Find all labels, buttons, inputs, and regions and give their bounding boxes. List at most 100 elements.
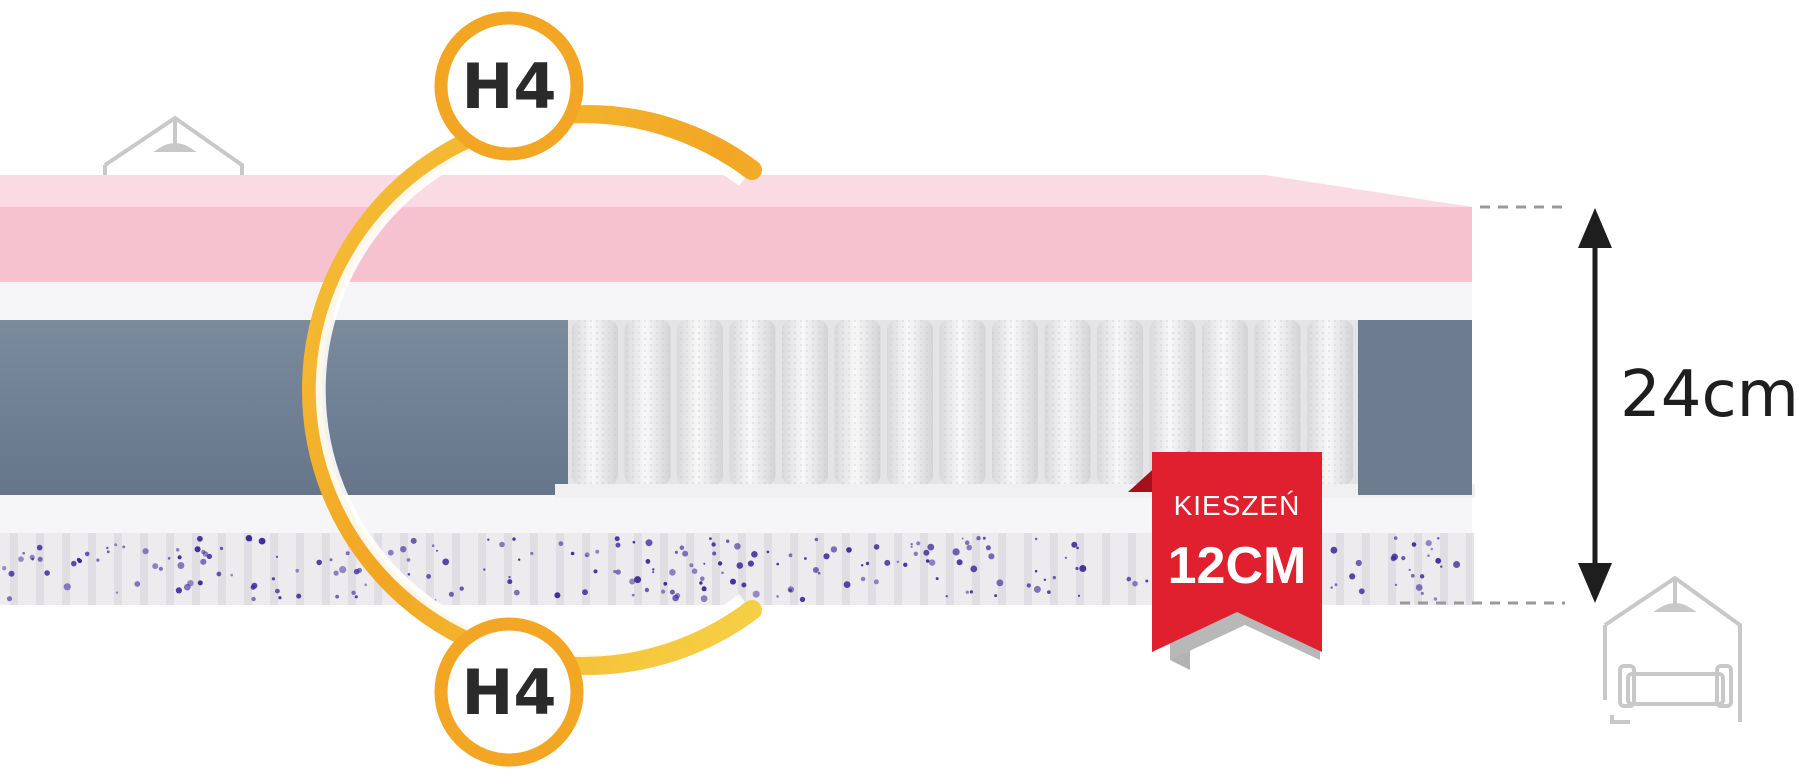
spring-mesh [1307, 320, 1353, 485]
foam-speckle [197, 580, 203, 586]
foam-speckle [700, 576, 705, 581]
foam-speckle [508, 575, 511, 579]
foam-speckle [929, 559, 936, 566]
foam-speckle [1430, 547, 1434, 551]
foam-speckle [339, 566, 347, 574]
foam-speckle [966, 544, 972, 551]
foam-speckle [63, 583, 71, 591]
foam-speckle [345, 551, 350, 556]
foam-stripe [244, 533, 252, 605]
foam-speckle [830, 546, 838, 553]
foam-speckle [1145, 579, 1149, 583]
foam-speckle [134, 581, 141, 587]
foam-speckle [736, 562, 744, 569]
spring-mesh [624, 320, 671, 485]
foam-speckle [177, 562, 185, 569]
foam-speckle [258, 537, 266, 545]
foam-stripe [1024, 533, 1032, 605]
spring-mesh [1202, 320, 1248, 485]
foam-speckle [459, 586, 464, 591]
foam-stripe [192, 533, 200, 605]
foam-speckle [245, 535, 253, 542]
foam-speckle [8, 570, 15, 577]
foam-speckle [788, 553, 793, 558]
foam-speckle [682, 550, 689, 557]
foam-stripe [556, 533, 564, 605]
foam-speckle [197, 535, 203, 542]
foam-speckle [632, 540, 636, 544]
foam-speckle [507, 579, 513, 585]
pink-foam-layer [0, 207, 1472, 282]
foam-stripe [738, 533, 746, 605]
foam-speckle [652, 568, 655, 571]
foam-speckle [1047, 590, 1051, 594]
height-label: 24cm [1620, 358, 1798, 432]
foam-speckle [669, 569, 676, 576]
foam-speckle [910, 545, 913, 548]
foam-stripe [712, 533, 720, 605]
foam-speckle [726, 539, 730, 543]
foam-speckle [251, 582, 258, 589]
pocket-spring-badge: KIESZEŃ 12CM [1128, 450, 1322, 670]
foam-speckle [799, 596, 806, 603]
foam-speckle [1126, 576, 1132, 582]
foam-speckle [923, 549, 930, 556]
foam-stripe [218, 533, 226, 605]
foam-speckle [158, 566, 163, 571]
foam-speckle [278, 596, 282, 600]
foam-speckle [860, 576, 866, 582]
foam-speckle [817, 571, 821, 575]
foam-speckle [351, 590, 356, 595]
foam-speckle [582, 589, 588, 596]
foam-stripe [686, 533, 694, 605]
foam-stripe [998, 533, 1006, 605]
foam-speckle [1410, 573, 1415, 578]
foam-speckle [175, 587, 182, 594]
foam-speckle [219, 546, 224, 551]
foam-speckle [406, 558, 411, 562]
foam-speckle [593, 569, 598, 574]
foam-speckle [976, 536, 981, 541]
foam-speckle [1453, 561, 1461, 568]
foam-speckle [187, 580, 194, 587]
foam-speckle [964, 540, 970, 545]
foam-speckle [645, 539, 653, 547]
foam-stripe [946, 533, 954, 605]
foam-speckle [674, 592, 681, 599]
foam-speckle [1034, 569, 1038, 573]
spring-mesh [887, 320, 933, 485]
foam-speckle [36, 544, 43, 551]
foam-stripe [582, 533, 590, 605]
foam-speckle [1034, 537, 1038, 541]
foam-speckle [1079, 565, 1087, 572]
foam-speckle [615, 542, 621, 548]
foam-speckle [766, 550, 770, 554]
foam-speckle [865, 561, 870, 566]
foam-speckle [804, 557, 807, 560]
foam-speckle [700, 595, 708, 603]
foam-speckle [31, 557, 35, 561]
foam-stripe [36, 533, 44, 605]
foam-speckle [776, 595, 779, 598]
spring-mesh [834, 320, 881, 485]
foam-speckle [873, 544, 880, 550]
foam-stripe [1336, 533, 1344, 605]
foam-speckle [554, 592, 561, 599]
foam-speckle [1390, 555, 1397, 562]
foam-stripe [426, 533, 434, 605]
home-sofa-icon-2 [1603, 575, 1742, 724]
foam-speckle [177, 555, 182, 560]
foam-speckle [711, 542, 716, 547]
foam-speckle [6, 596, 13, 602]
foam-speckle [442, 558, 450, 566]
springs-mesh-bottom [555, 484, 1475, 498]
foam-speckle [712, 551, 717, 556]
foam-speckle [115, 591, 119, 594]
foam-speckle [329, 558, 333, 562]
foam-speckle [275, 555, 279, 559]
spring-mesh [1149, 320, 1196, 485]
blue-foam-edge [1358, 320, 1472, 495]
foam-speckle [71, 560, 77, 567]
foam-speckle [910, 543, 913, 546]
foam-speckle [996, 579, 1004, 587]
